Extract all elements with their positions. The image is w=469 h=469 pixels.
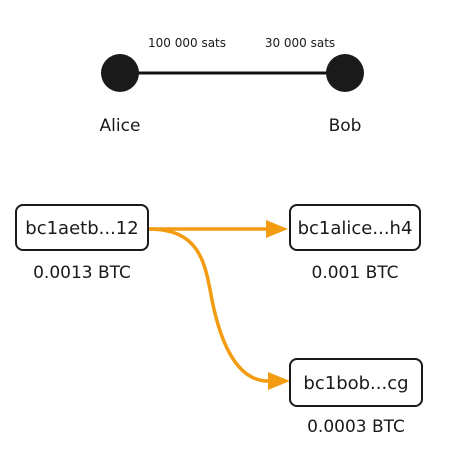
alice-output-box xyxy=(289,204,421,251)
alice-name: Alice xyxy=(100,116,141,136)
bob-output-amount: 0.0003 BTC xyxy=(307,417,405,437)
arrowhead-to-bob xyxy=(268,372,290,390)
bob-balance-label: 30 000 sats xyxy=(265,36,335,50)
input-amount: 0.0013 BTC xyxy=(33,263,131,283)
input-address: bc1aetb...12 xyxy=(25,218,138,239)
alice-output-amount: 0.001 BTC xyxy=(312,263,399,283)
bob-node xyxy=(326,54,364,92)
alice-output-address: bc1alice...h4 xyxy=(298,218,413,239)
bob-name: Bob xyxy=(329,116,362,136)
input-address-box xyxy=(15,204,149,251)
flow-arrow-to-bob xyxy=(147,227,269,383)
bob-output-box xyxy=(289,358,423,407)
bob-output-address: bc1bob...cg xyxy=(303,373,408,394)
alice-node xyxy=(101,54,139,92)
alice-balance-label: 100 000 sats xyxy=(148,36,226,50)
arrowhead-to-alice xyxy=(266,220,288,238)
